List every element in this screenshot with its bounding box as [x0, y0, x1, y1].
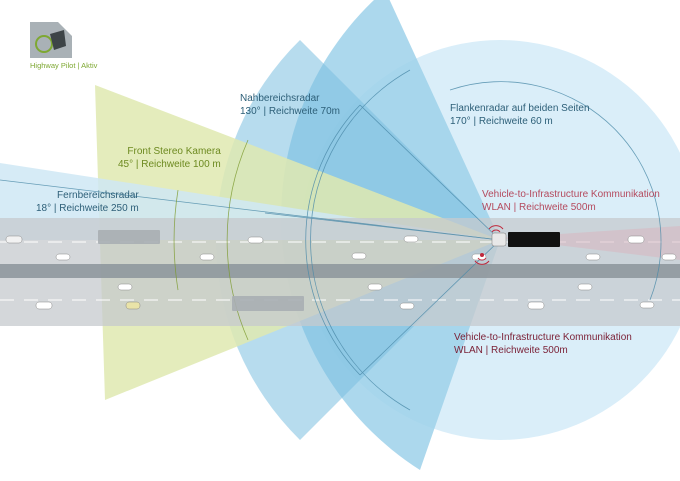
- car: [35, 301, 53, 310]
- truck-cab: [491, 232, 507, 247]
- wifi-signal-icon: [474, 257, 490, 265]
- flankenradar-name: Flankenradar auf beiden Seiten: [450, 103, 590, 114]
- logo-caption: Highway Pilot | Aktiv: [30, 61, 98, 70]
- car: [527, 301, 545, 310]
- radar-ray: [0, 179, 501, 241]
- fern-arc: [173, 189, 179, 291]
- car: [577, 283, 593, 291]
- v2i-top-spec: WLAN | Reichweite 500m: [482, 202, 596, 213]
- fernbereichsradar-label: Fernbereichsradar 18° | Reichweite 250 m: [36, 189, 139, 215]
- car: [367, 283, 383, 291]
- truck: [232, 296, 304, 311]
- kamera-arc: [226, 139, 249, 341]
- car: [403, 235, 419, 243]
- front-kamera-name: Front Stereo Kamera: [127, 146, 221, 157]
- flankenradar-label: Flankenradar auf beiden Seiten 170° | Re…: [450, 102, 590, 128]
- v2i-bottom-label: Vehicle-to-Infrastructure Kommunikation …: [454, 331, 632, 357]
- v2i-bottom-name: Vehicle-to-Infrastructure Kommunikation: [454, 332, 632, 343]
- car: [55, 253, 71, 261]
- v2i-top-label: Vehicle-to-Infrastructure Kommunikation …: [482, 188, 660, 214]
- car: [661, 253, 677, 261]
- lead-truck: [508, 232, 560, 247]
- highway-pilot-logo-icon: [30, 22, 72, 58]
- fernbereichsradar-name: Fernbereichsradar: [57, 190, 139, 201]
- vehicles: [5, 230, 677, 311]
- radar-arc: [310, 69, 411, 411]
- car: [585, 253, 601, 261]
- car: [247, 236, 264, 244]
- front-kamera-label: Front Stereo Kamera 45° | Reichweite 100…: [118, 145, 221, 171]
- v2i-top-name: Vehicle-to-Infrastructure Kommunikation: [482, 189, 660, 200]
- car: [627, 235, 645, 244]
- truck: [98, 230, 160, 244]
- fernbereichsradar-spec: 18° | Reichweite 250 m: [36, 203, 139, 214]
- v2i-bottom-spec: WLAN | Reichweite 500m: [454, 345, 568, 356]
- car: [351, 252, 367, 260]
- car: [399, 302, 415, 310]
- car: [5, 235, 23, 244]
- car: [639, 301, 655, 309]
- car: [125, 301, 141, 310]
- flankenradar-spec: 170° | Reichweite 60 m: [450, 116, 553, 127]
- radar-arc: [305, 104, 361, 376]
- v2i-beam: [500, 226, 680, 260]
- car: [117, 283, 133, 291]
- nahbereichsradar-spec: 130° | Reichweite 70m: [240, 106, 340, 117]
- radar-arc: [449, 81, 662, 301]
- nahbereichsradar-label: Nahbereichsradar 130° | Reichweite 70m: [240, 92, 340, 118]
- radar-ray: [359, 104, 501, 241]
- signal-source: [480, 253, 484, 257]
- wifi-signal-icon: [488, 225, 504, 233]
- car: [199, 253, 215, 261]
- nahbereichsradar-name: Nahbereichsradar: [240, 93, 320, 104]
- road-median: [0, 264, 680, 278]
- front-kamera-spec: 45° | Reichweite 100 m: [118, 159, 221, 170]
